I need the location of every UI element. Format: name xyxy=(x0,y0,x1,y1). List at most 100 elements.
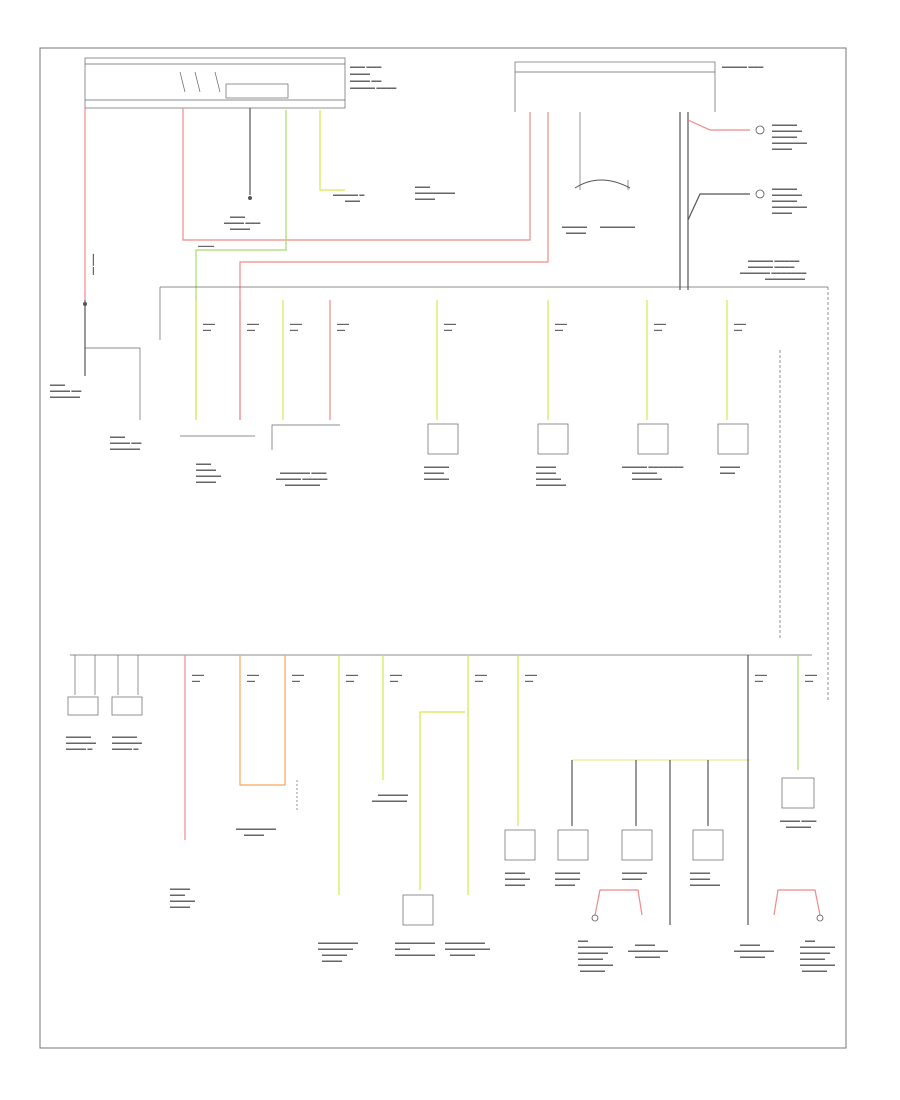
svg-text:▬▬: ▬▬ xyxy=(390,678,398,683)
svg-text:▬▬▬: ▬▬▬ xyxy=(110,434,125,440)
svg-text:▬▬▬▬: ▬▬▬▬ xyxy=(720,464,740,470)
svg-text:▬▬▬: ▬▬▬ xyxy=(337,321,349,326)
svg-text:▬▬▬▬: ▬▬▬▬ xyxy=(505,882,525,888)
lower-fuse-tags: ▬▬▬▬▬ ▬▬▬▬▬ ▬▬▬▬▬ ▬▬▬▬▬ ▬▬▬▬▬ ▬▬▬▬▬ ▬▬▬▬… xyxy=(192,672,817,683)
svg-text:▬▬▬▬ ▬▬▬: ▬▬▬▬ ▬▬▬ xyxy=(780,818,816,824)
green-ground-wire xyxy=(195,110,287,300)
svg-text:▬▬: ▬▬ xyxy=(192,678,200,683)
svg-text:▬▬▬▬▬▬▬▬: ▬▬▬▬▬▬▬▬ xyxy=(765,276,805,282)
svg-text:▬▬▬▬▬: ▬▬▬▬▬ xyxy=(66,734,91,740)
svg-text:▬▬▬: ▬▬▬ xyxy=(475,672,487,677)
svg-text:▬▬: ▬▬ xyxy=(337,327,345,332)
svg-text:▬▬▬▬▬: ▬▬▬▬▬ xyxy=(170,898,195,904)
svg-text:▬▬▬▬: ▬▬▬▬ xyxy=(424,470,444,476)
svg-text:▬▬ ▬▬▬: ▬▬ ▬▬▬ xyxy=(90,254,95,275)
svg-text:▬▬: ▬▬ xyxy=(247,327,255,332)
svg-text:▬▬▬: ▬▬▬ xyxy=(444,321,456,326)
svg-text:▬▬▬▬: ▬▬▬▬ xyxy=(170,886,190,892)
svg-text:▬▬▬▬: ▬▬▬▬ xyxy=(198,243,214,248)
svg-text:▬▬▬▬▬: ▬▬▬▬▬ xyxy=(505,876,530,882)
lower-branch-circuits: ▬▬▬▬▬ ▬▬▬▬▬▬ ▬▬▬▬ ▬ ▬▬▬▬▬ ▬▬▬▬▬▬ ▬▬▬▬ ▬ … xyxy=(66,655,835,974)
svg-text:▬▬▬▬▬ ▬▬▬: ▬▬▬▬▬ ▬▬▬ xyxy=(722,64,763,70)
svg-text:▬▬▬▬▬▬▬▬: ▬▬▬▬▬▬▬▬ xyxy=(445,940,485,946)
svg-text:▬▬▬▬▬▬▬▬: ▬▬▬▬▬▬▬▬ xyxy=(734,948,774,954)
svg-text:▬▬▬▬: ▬▬▬▬ xyxy=(740,942,760,948)
red-feed-loop xyxy=(182,108,531,241)
battery-fuse-carrier: ▬▬▬ ▬▬▬ ▬▬▬▬ ▬▬▬▬ ▬▬ ▬▬▬▬▬ ▬▬▬▬ xyxy=(84,57,396,109)
svg-text:▬▬▬▬▬ ▬▬▬▬▬: ▬▬▬▬▬ ▬▬▬▬▬ xyxy=(748,258,799,264)
svg-text:▬▬▬▬▬: ▬▬▬▬▬ xyxy=(424,464,449,470)
svg-text:▬▬▬▬: ▬▬▬▬ xyxy=(772,146,792,152)
svg-text:▬▬▬▬▬▬▬: ▬▬▬▬▬▬▬ xyxy=(772,140,807,146)
upper-branch-circuits: ▬▬▬ ▬▬▬▬ ▬▬▬▬▬ ▬▬▬▬ ▬▬▬▬▬▬ ▬▬▬ ▬▬▬▬▬ ▬▬▬… xyxy=(180,300,749,488)
svg-text:▬▬▬▬▬: ▬▬▬▬▬ xyxy=(555,876,580,882)
svg-text:▬▬▬▬▬: ▬▬▬▬▬ xyxy=(740,954,765,960)
svg-text:▬▬▬: ▬▬▬ xyxy=(720,470,735,476)
svg-text:▬▬▬▬▬▬▬: ▬▬▬▬▬▬▬ xyxy=(800,962,835,968)
svg-text:▬▬▬▬▬: ▬▬▬▬▬ xyxy=(786,824,811,830)
svg-text:▬▬: ▬▬ xyxy=(525,678,533,683)
svg-text:▬▬▬: ▬▬▬ xyxy=(734,321,746,326)
svg-text:▬▬▬▬▬ ▬▬▬▬▬: ▬▬▬▬▬ ▬▬▬▬▬ xyxy=(276,476,327,482)
svg-text:▬▬▬▬: ▬▬▬▬ xyxy=(555,882,575,888)
svg-text:▬▬▬▬: ▬▬▬▬ xyxy=(536,464,556,470)
svg-text:▬▬▬: ▬▬▬ xyxy=(555,321,567,326)
svg-text:▬▬: ▬▬ xyxy=(755,678,763,683)
svg-text:▬▬▬: ▬▬▬ xyxy=(292,672,304,677)
svg-text:▬▬▬▬▬▬▬: ▬▬▬▬▬▬▬ xyxy=(600,224,635,230)
svg-text:▬▬▬▬▬▬: ▬▬▬▬▬▬ xyxy=(378,792,408,798)
svg-text:▬▬▬▬ ▬▬▬: ▬▬▬▬ ▬▬▬ xyxy=(224,220,260,226)
svg-text:▬▬▬: ▬▬▬ xyxy=(390,672,402,677)
svg-text:▬▬▬▬▬▬▬▬▬: ▬▬▬▬▬▬▬▬▬ xyxy=(445,946,490,952)
svg-text:▬▬: ▬▬ xyxy=(805,678,813,683)
svg-text:▬▬▬▬: ▬▬▬▬ xyxy=(244,832,264,838)
svg-text:▬▬▬▬▬: ▬▬▬▬▬ xyxy=(772,186,797,192)
svg-text:▬▬▬: ▬▬▬ xyxy=(230,214,245,220)
svg-text:▬▬▬: ▬▬▬ xyxy=(290,321,302,326)
battery-feed-wire: ▬▬ ▬▬▬ ▬▬▬ ▬▬▬▬ ▬▬ ▬▬▬▬▬▬ ▬▬▬ ▬▬▬▬ ▬▬ ▬▬… xyxy=(50,108,141,452)
svg-text:▬▬▬▬: ▬▬▬▬ xyxy=(196,479,216,485)
svg-text:▬▬▬▬▬▬: ▬▬▬▬▬▬ xyxy=(772,192,802,198)
svg-text:▬▬▬▬▬▬▬: ▬▬▬▬▬▬▬ xyxy=(372,798,407,804)
svg-text:▬▬▬▬▬: ▬▬▬▬▬ xyxy=(772,134,797,140)
svg-text:▬▬▬▬: ▬▬▬▬ xyxy=(690,876,710,882)
svg-text:▬▬▬▬▬▬▬▬: ▬▬▬▬▬▬▬▬ xyxy=(395,940,435,946)
svg-text:▬▬▬▬ ▬▬: ▬▬▬▬ ▬▬ xyxy=(350,78,381,84)
svg-text:▬▬▬▬▬▬▬: ▬▬▬▬▬▬▬ xyxy=(285,482,320,488)
svg-text:▬▬▬▬▬: ▬▬▬▬▬ xyxy=(536,476,561,482)
svg-text:▬▬▬▬▬: ▬▬▬▬▬ xyxy=(580,968,605,974)
svg-text:▬▬▬▬▬▬: ▬▬▬▬▬▬ xyxy=(772,128,802,134)
svg-text:▬▬▬▬▬▬▬: ▬▬▬▬▬▬▬ xyxy=(800,944,835,950)
svg-text:▬▬▬▬: ▬▬▬▬ xyxy=(690,870,710,876)
svg-text:▬▬▬▬: ▬▬▬▬ xyxy=(536,470,556,476)
svg-text:▬▬▬▬▬▬▬: ▬▬▬▬▬▬▬ xyxy=(578,962,613,968)
svg-text:▬▬▬▬▬▬▬▬: ▬▬▬▬▬▬▬▬ xyxy=(415,190,455,196)
svg-text:▬▬▬: ▬▬▬ xyxy=(50,382,65,388)
svg-text:▬▬▬: ▬▬▬ xyxy=(755,672,767,677)
svg-text:▬▬▬▬▬▬: ▬▬▬▬▬▬ xyxy=(110,446,140,452)
svg-text:▬▬▬▬: ▬▬▬▬ xyxy=(505,870,525,876)
svg-text:▬▬▬: ▬▬▬ xyxy=(247,672,259,677)
svg-text:▬▬: ▬▬ xyxy=(247,678,255,683)
svg-text:▬▬▬: ▬▬▬ xyxy=(525,672,537,677)
svg-text:▬▬▬▬▬: ▬▬▬▬▬ xyxy=(196,473,221,479)
svg-text:▬▬▬: ▬▬▬ xyxy=(654,321,666,326)
svg-text:▬▬: ▬▬ xyxy=(346,678,354,683)
svg-text:▬▬▬▬▬▬ ▬▬▬▬▬▬▬: ▬▬▬▬▬▬ ▬▬▬▬▬▬▬ xyxy=(740,270,806,276)
svg-text:▬▬▬▬: ▬▬▬▬ xyxy=(350,71,370,77)
svg-text:▬▬▬▬: ▬▬▬▬ xyxy=(230,226,250,232)
svg-text:▬▬▬: ▬▬▬ xyxy=(196,461,211,467)
svg-text:▬▬: ▬▬ xyxy=(292,678,300,683)
svg-text:▬▬▬▬▬▬: ▬▬▬▬▬▬ xyxy=(800,950,830,956)
svg-text:▬▬: ▬▬ xyxy=(444,327,452,332)
svg-text:▬▬▬▬▬▬▬▬: ▬▬▬▬▬▬▬▬ xyxy=(395,952,435,958)
svg-text:▬▬▬▬: ▬▬▬▬ xyxy=(566,230,586,236)
svg-text:▬▬▬▬: ▬▬▬▬ xyxy=(635,942,655,948)
svg-text:▬▬: ▬▬ xyxy=(475,678,483,683)
svg-text:▬▬: ▬▬ xyxy=(805,938,815,944)
svg-text:▬▬▬▬▬ ▬▬▬▬: ▬▬▬▬▬ ▬▬▬▬ xyxy=(350,85,396,91)
svg-text:▬▬▬▬: ▬▬▬▬ xyxy=(415,196,435,202)
svg-text:▬▬▬▬▬▬▬▬: ▬▬▬▬▬▬▬▬ xyxy=(628,948,668,954)
svg-text:▬▬▬▬▬▬: ▬▬▬▬▬▬ xyxy=(536,482,566,488)
svg-text:▬▬▬▬▬: ▬▬▬▬▬ xyxy=(562,224,587,230)
